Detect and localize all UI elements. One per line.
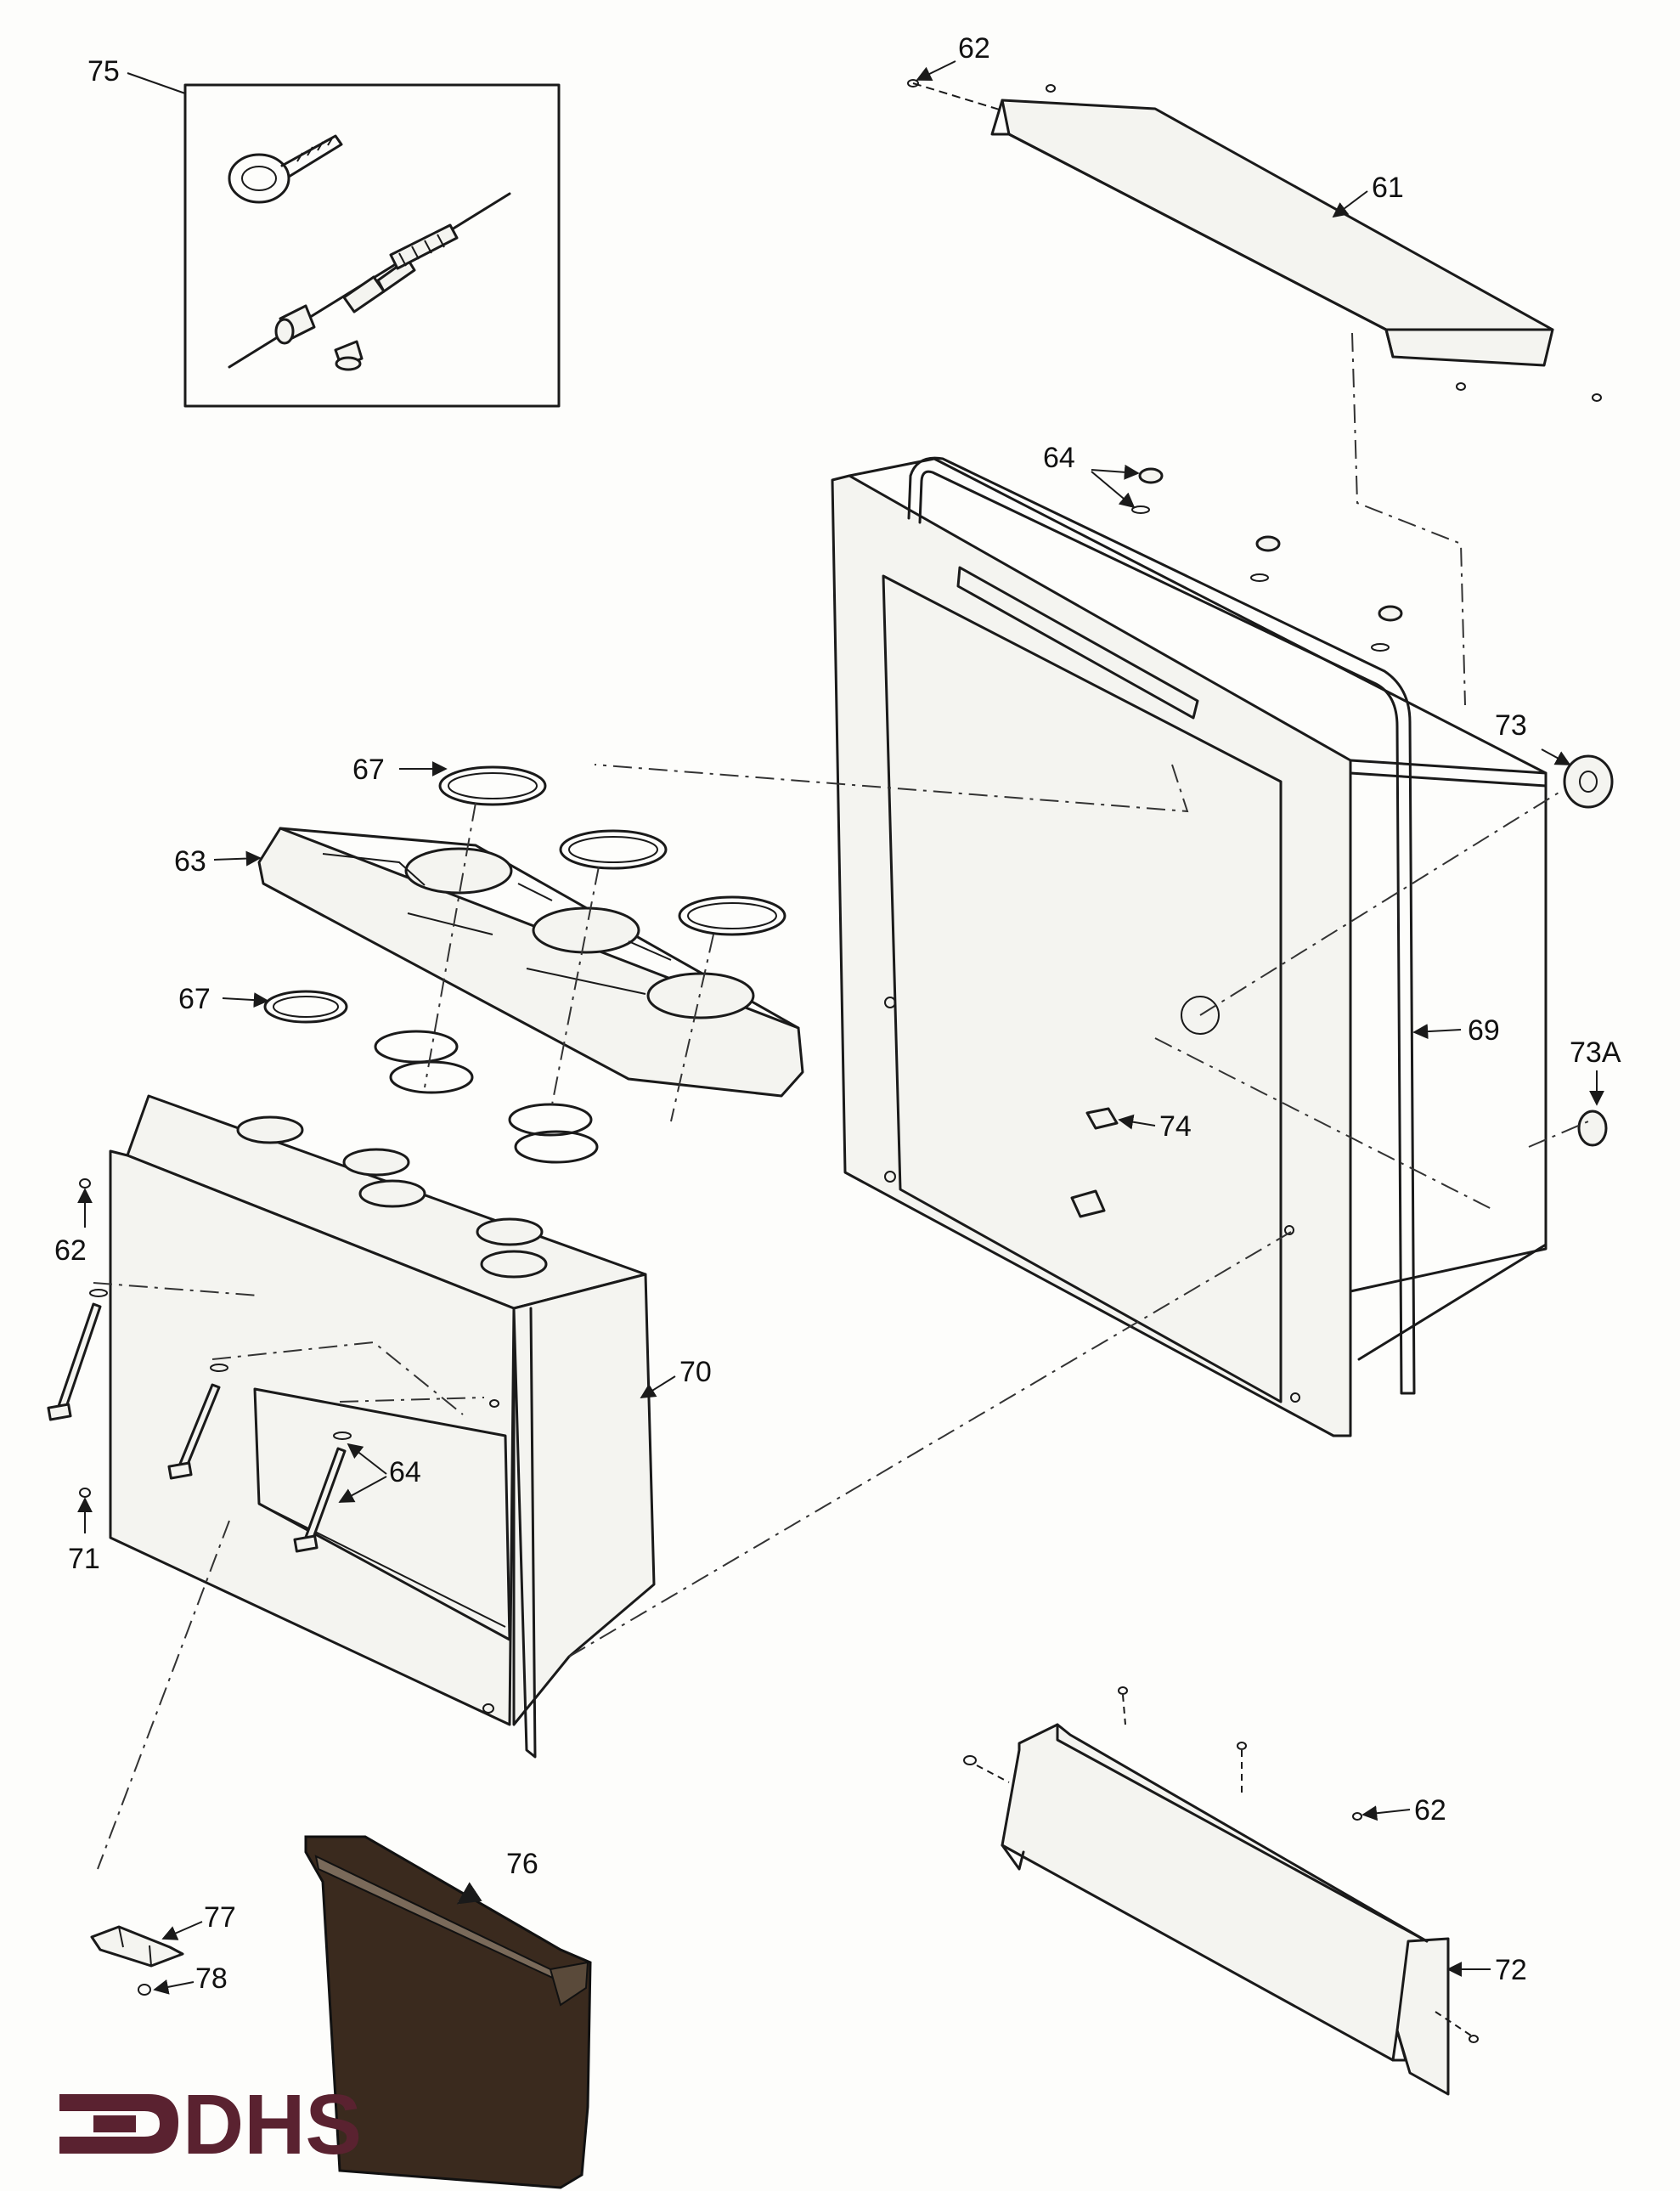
callout-63: 63 (174, 845, 206, 878)
cable-assembly (228, 192, 511, 371)
callout-62-left: 62 (54, 1234, 87, 1267)
clip-74 (1085, 1107, 1119, 1130)
callout-74: 74 (1159, 1110, 1192, 1143)
bracket-77 (90, 1925, 184, 1968)
part-63-burner-manifold: 63 (174, 827, 804, 1098)
callout-64-top: 64 (1043, 442, 1075, 474)
callout-76: 76 (506, 1848, 538, 1880)
part-70-burner-housing: 62 71 70 64 (47, 1094, 1292, 1870)
callout-78: 78 (195, 1962, 228, 1995)
callout-69: 69 (1468, 1014, 1500, 1047)
callout-67-top: 67 (352, 754, 385, 786)
callout-64-bottom: 64 (389, 1456, 421, 1488)
dark-panel (304, 1835, 592, 2189)
callout-72: 72 (1495, 1954, 1527, 1986)
callout-61: 61 (1372, 172, 1404, 204)
callout-70: 70 (679, 1356, 712, 1388)
callout-73: 73 (1495, 709, 1527, 742)
screw-78 (138, 1984, 151, 1996)
callout-73a: 73A (1570, 1036, 1621, 1069)
callout-71: 71 (68, 1543, 100, 1575)
dhs-logo: DHS (59, 2077, 362, 2172)
callout-75: 75 (87, 55, 120, 88)
cap-73 (1563, 754, 1614, 809)
callout-67-left: 67 (178, 983, 211, 1015)
part-77-78-bracket: 77 78 (90, 1901, 236, 1996)
part-76-front-panel: 76 (304, 1835, 592, 2189)
eye-bolt (228, 134, 343, 204)
logo-arrow-icon (59, 2094, 178, 2154)
part-69-main-cabinet: 64 73 73A 69 74 (594, 442, 1621, 1437)
callout-77: 77 (204, 1901, 236, 1934)
logo-text: DHS (183, 2077, 362, 2172)
plug-73a (1577, 1110, 1608, 1147)
part-67-gaskets: 67 67 (178, 754, 786, 1164)
callout-62-top: 62 (958, 32, 990, 65)
callout-62-right: 62 (1414, 1794, 1446, 1827)
part-75-hardware-kit: 75 (87, 55, 561, 408)
fastener-set-64-top (1131, 467, 1403, 652)
part-61-top-cover: 62 61 (907, 32, 1602, 706)
hardware-kit-frame (183, 83, 561, 408)
bolt-set (47, 1289, 352, 1553)
part-72-lower-trim: 62 72 (963, 1686, 1527, 2096)
